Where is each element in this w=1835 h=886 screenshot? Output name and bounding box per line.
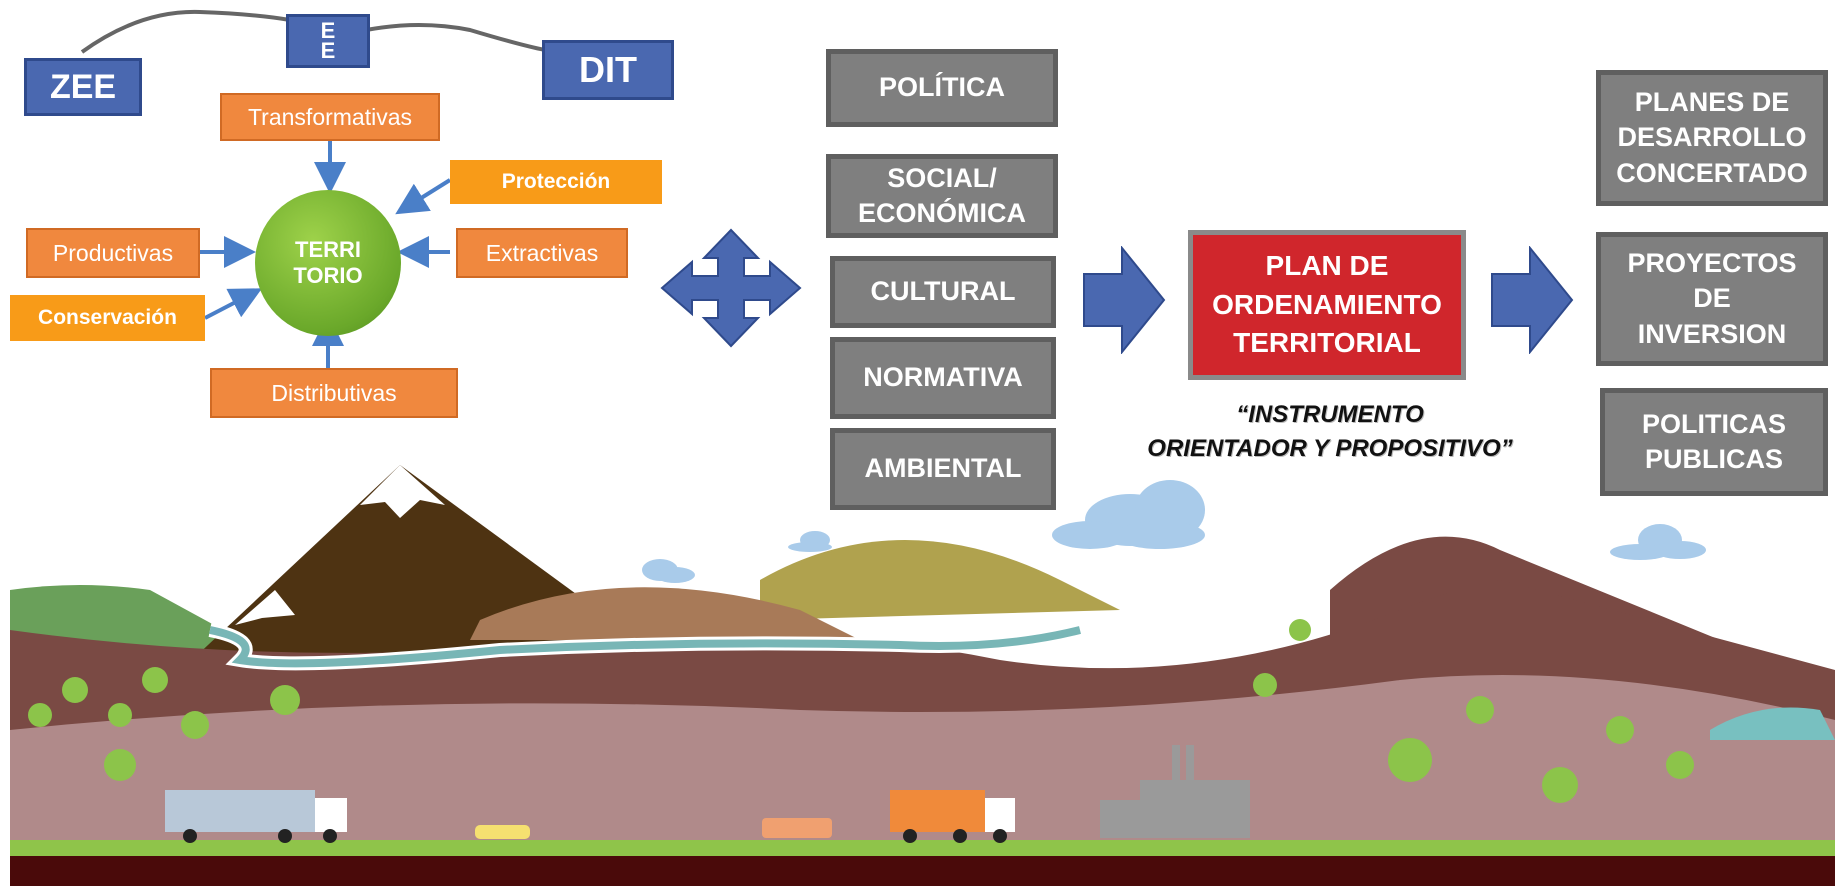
quote-line-1: “INSTRUMENTO <box>1236 401 1424 428</box>
dimension-label: NORMATIVA <box>863 362 1023 393</box>
transformativas-label: Transformativas <box>247 103 413 130</box>
output-label: POLITICAS PUBLICAS <box>1641 408 1786 474</box>
dimension-normativa: NORMATIVA <box>830 337 1056 419</box>
proteccion-label: Protección <box>501 170 611 193</box>
four-way-arrow-icon <box>660 228 802 348</box>
truck-icon <box>165 790 1015 843</box>
dimension-label: SOCIAL/ ECONÓMICA <box>858 162 1026 228</box>
landscape-illustration <box>10 465 1835 886</box>
cloud-icon <box>642 480 1706 583</box>
plan-title: PLAN DE ORDENAMIENTO TERRITORIAL <box>1212 250 1442 359</box>
territorio-circle: TERRI TORIO <box>255 190 401 336</box>
ee-node: E E <box>286 14 370 68</box>
quote-line-2: ORIENTADOR Y PROPOSITIVO” <box>1147 434 1513 462</box>
dimension-label: CULTURAL <box>870 276 1016 307</box>
arrow-right-icon <box>1083 246 1166 354</box>
ee-label: E E <box>320 18 336 63</box>
extractivas-box: Extractivas <box>456 228 628 278</box>
extractivas-label: Extractivas <box>485 239 599 266</box>
conservacion-box: Conservación <box>10 295 205 341</box>
productivas-label: Productivas <box>52 239 174 266</box>
dimension-label: AMBIENTAL <box>864 453 1022 484</box>
output-planes-desarrollo: PLANES DE DESARROLLO CONCERTADO <box>1596 70 1828 206</box>
zee-label: ZEE <box>49 67 117 106</box>
factory-icon <box>1100 745 1250 838</box>
transformativas-box: Transformativas <box>220 93 440 141</box>
plan-ordenamiento-box: PLAN DE ORDENAMIENTO TERRITORIAL <box>1188 230 1466 380</box>
distributivas-box: Distributivas <box>210 368 458 418</box>
dimension-politica: POLÍTICA <box>826 49 1058 127</box>
output-label: PROYECTOS DE INVERSION <box>1627 248 1797 349</box>
dimension-cultural: CULTURAL <box>830 256 1056 328</box>
output-label: PLANES DE DESARROLLO CONCERTADO <box>1616 87 1808 188</box>
dit-node: DIT <box>542 40 674 100</box>
top-connectors <box>80 9 546 54</box>
output-proyectos-inversion: PROYECTOS DE INVERSION <box>1596 232 1828 366</box>
zee-node: ZEE <box>24 58 142 116</box>
territorio-label: TERRI TORIO <box>293 236 363 288</box>
output-politicas-publicas: POLITICAS PUBLICAS <box>1600 388 1828 496</box>
arrow-right-icon <box>1491 246 1574 354</box>
dimension-social-economica: SOCIAL/ ECONÓMICA <box>826 154 1058 238</box>
productivas-box: Productivas <box>26 228 200 278</box>
dimension-label: POLÍTICA <box>879 72 1005 103</box>
distributivas-label: Distributivas <box>271 379 397 406</box>
plan-quote: “INSTRUMENTO ORIENTADOR Y PROPOSITIVO” <box>1120 398 1540 465</box>
conservacion-label: Conservación <box>38 306 177 329</box>
dimension-ambiental: AMBIENTAL <box>830 428 1056 510</box>
proteccion-box: Protección <box>450 160 662 204</box>
car-icon <box>475 818 832 839</box>
dit-label: DIT <box>579 49 637 90</box>
